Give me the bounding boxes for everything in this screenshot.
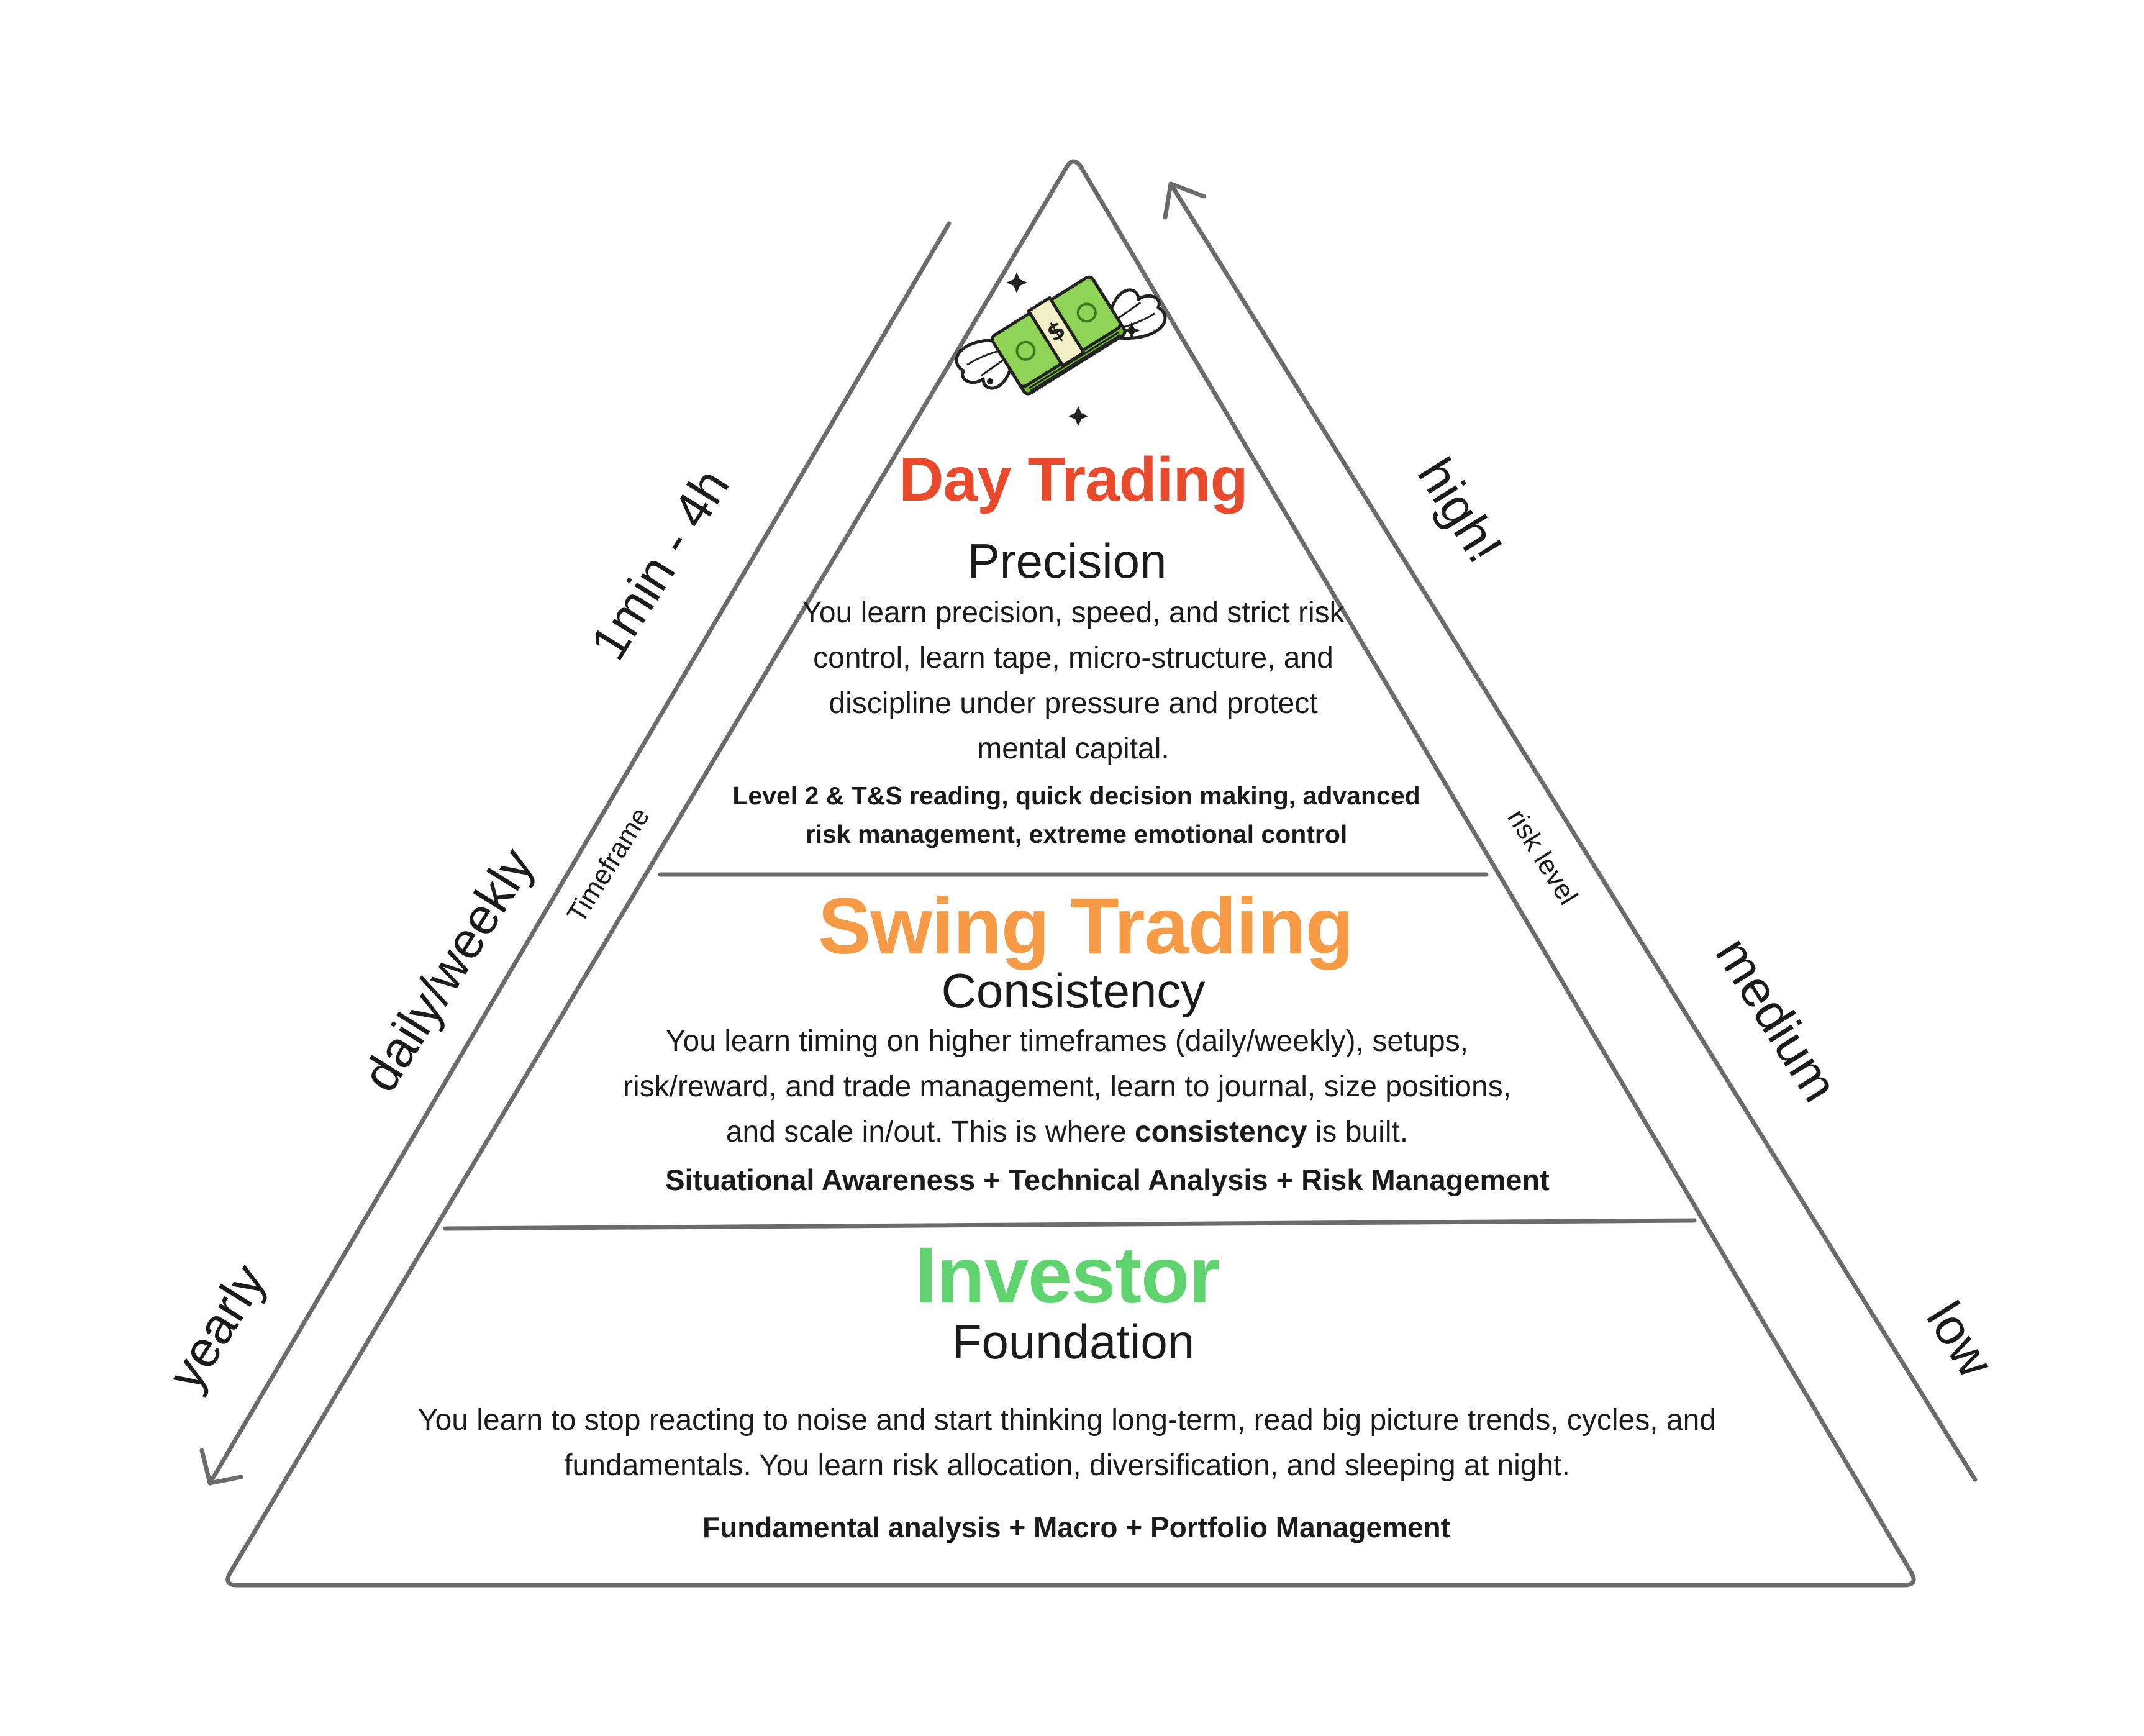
description-text-part: You learn timing on higher timeframes (d…	[622, 1025, 1512, 1148]
tier-subtitle-foundation: Foundation	[952, 1314, 1195, 1369]
tier-skills-investor: Fundamental analysis + Macro + Portfolio…	[702, 1511, 1450, 1543]
tier-description-investor: You learn to stop reacting to noise and …	[417, 1404, 1717, 1482]
sparkle-icons	[987, 272, 1140, 426]
description-bold-consistency: consistency	[1134, 1116, 1307, 1148]
tier-title-day-trading: Day Trading	[899, 445, 1248, 514]
tier-skills-swing-trading: Situational Awareness + Technical Analys…	[665, 1163, 1550, 1196]
flying-money-icon: $	[955, 275, 1167, 396]
pyramid-outline	[225, 159, 1916, 1588]
timeframe-arrow	[199, 221, 952, 1486]
description-text-part: is built.	[1307, 1116, 1409, 1148]
tier-subtitle-precision: Precision	[967, 534, 1167, 588]
tier-subtitle-consistency: Consistency	[941, 963, 1206, 1018]
tier-skills-day-trading: Level 2 & T&S reading, quick decision ma…	[732, 781, 1420, 848]
tier-title-swing-trading: Swing Trading	[818, 882, 1354, 971]
tier-title-investor: Investor	[915, 1231, 1220, 1320]
risk-arrow	[1163, 181, 1978, 1482]
divider-bottom	[443, 1218, 1697, 1231]
tier-description-day-trading: You learn precision, speed, and strict r…	[802, 596, 1345, 765]
tier-description-swing-trading: You learn timing on higher timeframes (d…	[595, 1019, 1539, 1155]
